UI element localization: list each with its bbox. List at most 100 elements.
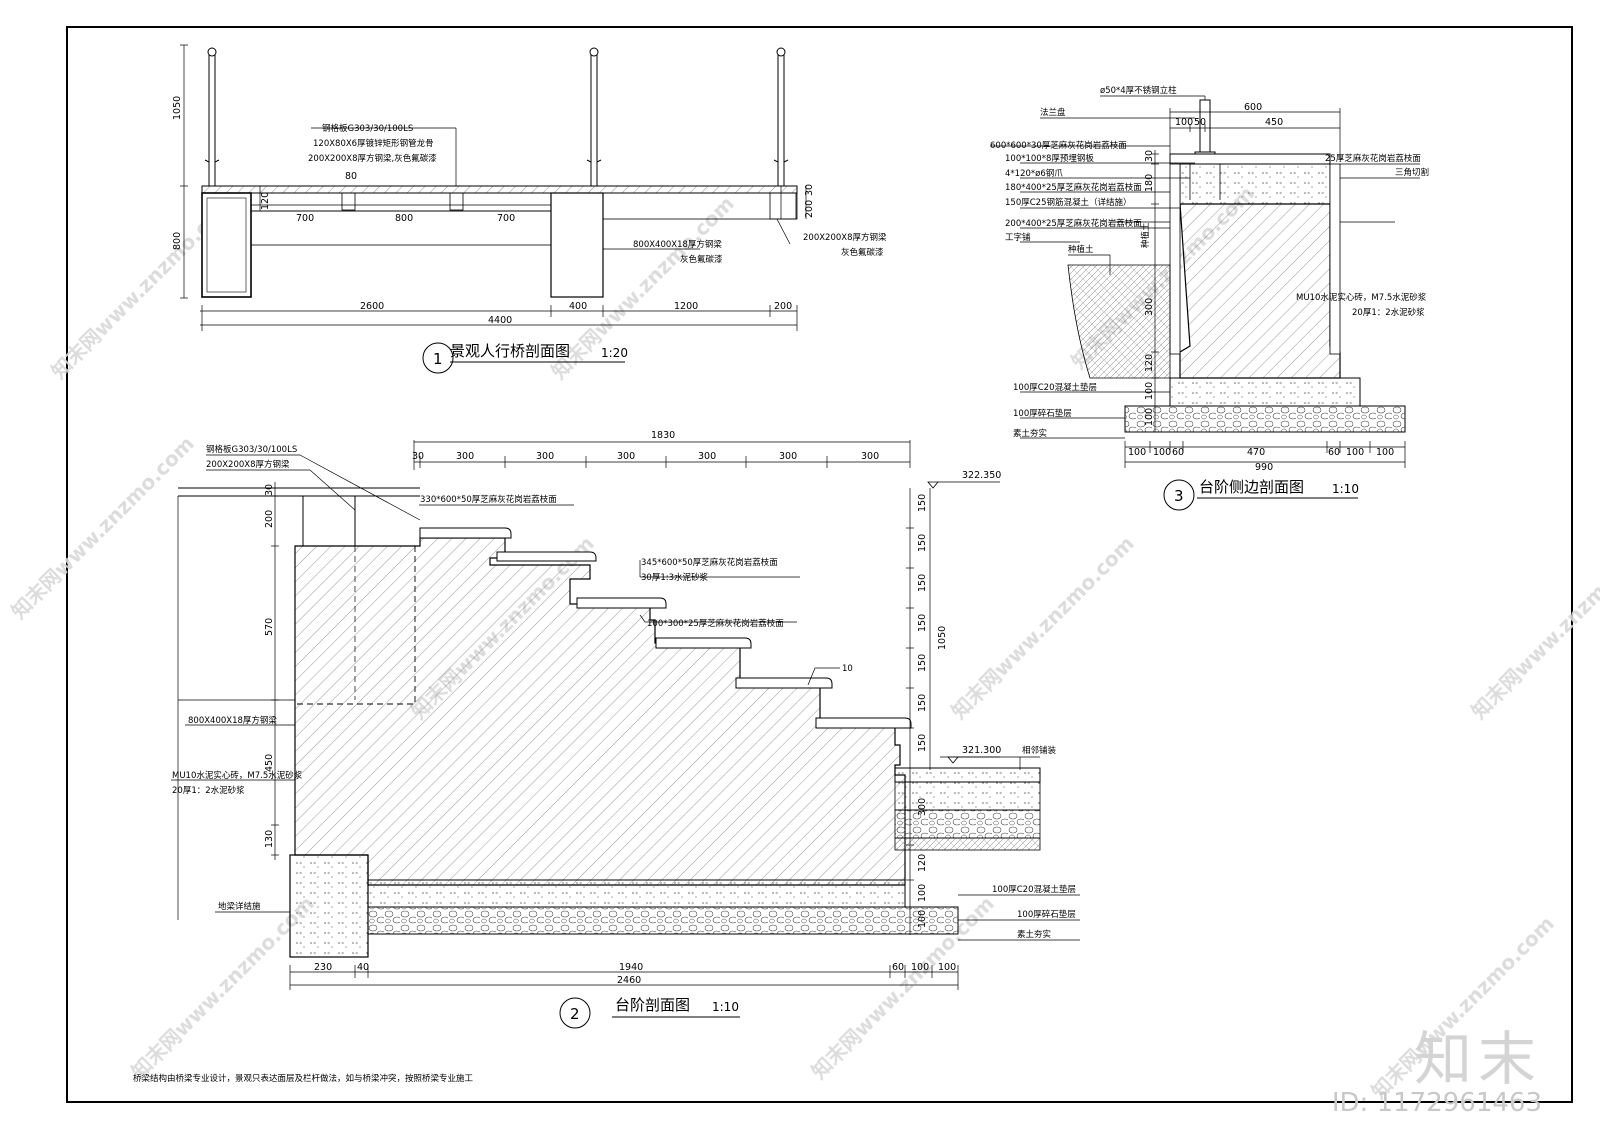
callout-label: 180*400*25厚芝麻灰花岗岩荔枝面 <box>1005 182 1142 193</box>
dimension-label: 700 <box>497 213 515 224</box>
dimension-label: 321.300 <box>962 745 1001 756</box>
callout-label: 灰色氟碳漆 <box>680 254 723 265</box>
dimension-label: 120 <box>1144 354 1155 372</box>
watermark-text: 知末网www.znzmo.com <box>947 531 1139 723</box>
dimension-label: 1 <box>433 350 443 368</box>
dimension-label: 450 <box>264 754 275 772</box>
dimension-label: 60 <box>1172 447 1184 458</box>
brick-side-wall <box>1179 203 1341 379</box>
dimension-label: 150 <box>917 614 928 632</box>
callout-label: 20厚1：2水泥砂浆 <box>1352 307 1425 318</box>
bridge-section-drawing: 1050 800 120 200 30 80 700 800 700 2600 … <box>172 44 887 374</box>
steel-beam-top <box>302 495 356 547</box>
dimension-label: 100 <box>1175 117 1193 128</box>
watermark-layer: 知末网www.znzmo.com 知末网www.znzmo.com 知末网www… <box>7 181 1600 1103</box>
callout-label: MU10水泥实心砖，M7.5水泥砂浆 <box>1296 292 1427 303</box>
brand-logo: 知末 <box>1413 1024 1542 1093</box>
brick-stair-body <box>294 537 906 886</box>
callout-label: 100厚C20混凝土垫层 <box>992 884 1076 895</box>
dimension-label: 150 <box>917 654 928 672</box>
dimension-label: 300 <box>917 798 928 816</box>
dimension-label: 2460 <box>617 975 641 986</box>
dimension-label: 1050 <box>937 626 948 650</box>
dimension-label: 120 <box>917 854 928 872</box>
callout-label: 法兰盘 <box>1040 107 1066 118</box>
railing-posts <box>204 47 789 186</box>
dimension-label: 200 <box>774 301 792 312</box>
dimension-label: 120 <box>260 192 271 210</box>
dimension-label: 150 <box>917 574 928 592</box>
callout-label: MU10水泥实心砖，M7.5水泥砂浆 <box>172 770 303 781</box>
dimension-label: 100 <box>911 962 929 973</box>
cap-stone <box>1169 153 1331 165</box>
callout-label: 25厚芝麻灰花岗岩荔枝面 <box>1325 153 1421 164</box>
dimension-label: 100 <box>917 884 928 902</box>
callout-label: 地梁详结施 <box>218 901 261 912</box>
callout-label: 100*300*25厚芝麻灰花岗岩荔枝面 <box>647 618 784 629</box>
dimension-label: 30 <box>1144 150 1155 162</box>
dimension-label: 1050 <box>172 96 183 120</box>
callout-label: 10 <box>842 664 853 674</box>
dimension-label: 200 <box>264 510 275 528</box>
ground-beam <box>289 854 369 958</box>
callout-label: 100厚碎石垫层 <box>1017 909 1076 920</box>
dimension-label: 30 <box>804 184 815 196</box>
callout-label: 345*600*50厚芝麻灰花岗岩荔枝面 <box>641 557 778 568</box>
dimension-label: 50 <box>1194 117 1206 128</box>
dimension-label: 300 <box>779 451 797 462</box>
dimension-label: 322.350 <box>962 470 1001 481</box>
dimension-label: 990 <box>1255 462 1273 473</box>
dimension-label: 150 <box>917 534 928 552</box>
dimension-label: 100 <box>1144 382 1155 400</box>
callout-label: 800X400X18厚方钢梁 <box>633 239 722 250</box>
watermark-text: 知末网www.znzmo.com <box>7 431 199 623</box>
callout-label: 330*600*50厚芝麻灰花岗岩荔枝面 <box>420 494 557 505</box>
dimension-label: 230 <box>314 962 332 973</box>
callout-label: 200X200X8厚方钢梁 <box>803 232 887 243</box>
callout-label: 三角切割 <box>1395 167 1429 178</box>
dimension-label: 100 <box>1128 447 1146 458</box>
callout-label: 100厚碎石垫层 <box>1013 408 1072 419</box>
callout-label: 种植土 <box>1140 222 1151 248</box>
callout-label: 100*100*8厚预埋钢板 <box>1005 153 1094 164</box>
callout-label: 钢格板G303/30/100LS <box>206 444 297 455</box>
dimension-label: 700 <box>296 213 314 224</box>
main-beam-middle <box>550 192 604 298</box>
callout-label: 4*120*ø6钢爪 <box>1005 168 1063 179</box>
section2-title: 台阶剖面图 <box>615 996 690 1014</box>
side-gravel-layer <box>1124 405 1406 433</box>
callout-label: 种植土 <box>1068 244 1094 255</box>
dimension-label: 300 <box>861 451 879 462</box>
dimension-label: 130 <box>264 830 275 848</box>
dimension-label: 450 <box>1265 117 1283 128</box>
dimension-label: 100 <box>1144 408 1155 426</box>
dimension-label: 1940 <box>619 962 643 973</box>
dimension-label: 800 <box>172 232 183 250</box>
dimension-label: 300 <box>536 451 554 462</box>
section3-title: 台阶侧边剖面图 <box>1199 478 1304 496</box>
dimension-label: 180 <box>1144 174 1155 192</box>
dimension-label: 60 <box>892 962 904 973</box>
dimension-label: 100 <box>1153 447 1171 458</box>
dimension-label: 470 <box>1247 447 1265 458</box>
dimension-label: 1:10 <box>1332 482 1359 496</box>
callout-label: 30厚1:3水泥砂浆 <box>641 572 708 583</box>
rc-block <box>1179 163 1331 205</box>
dimension-label: 150 <box>917 494 928 512</box>
callout-label: 150厚C25钢筋混凝土（详结施） <box>1005 197 1131 208</box>
callout-label: 相邻铺装 <box>1022 745 1057 756</box>
dimension-label: 400 <box>569 301 587 312</box>
step-side-section-drawing: 600 100 50 450 30 180 300 120 100 100 <box>990 85 1429 511</box>
callout-label: 100厚C20混凝土垫层 <box>1013 382 1097 393</box>
callout-label: 800X400X18厚方钢梁 <box>188 715 277 726</box>
section1-number-circle <box>422 342 454 374</box>
dimension-label: 800 <box>395 213 413 224</box>
dimension-label: 300 <box>617 451 635 462</box>
dimension-label: 2 <box>570 1005 580 1023</box>
callout-label: 200X200X8厚方钢梁 <box>206 459 290 470</box>
dimension-label: 1:10 <box>712 1000 739 1014</box>
dimension-label: 30 <box>412 451 424 462</box>
secondary-beam <box>250 192 552 212</box>
brand-id: ID: 1172961463 <box>1331 1087 1542 1118</box>
